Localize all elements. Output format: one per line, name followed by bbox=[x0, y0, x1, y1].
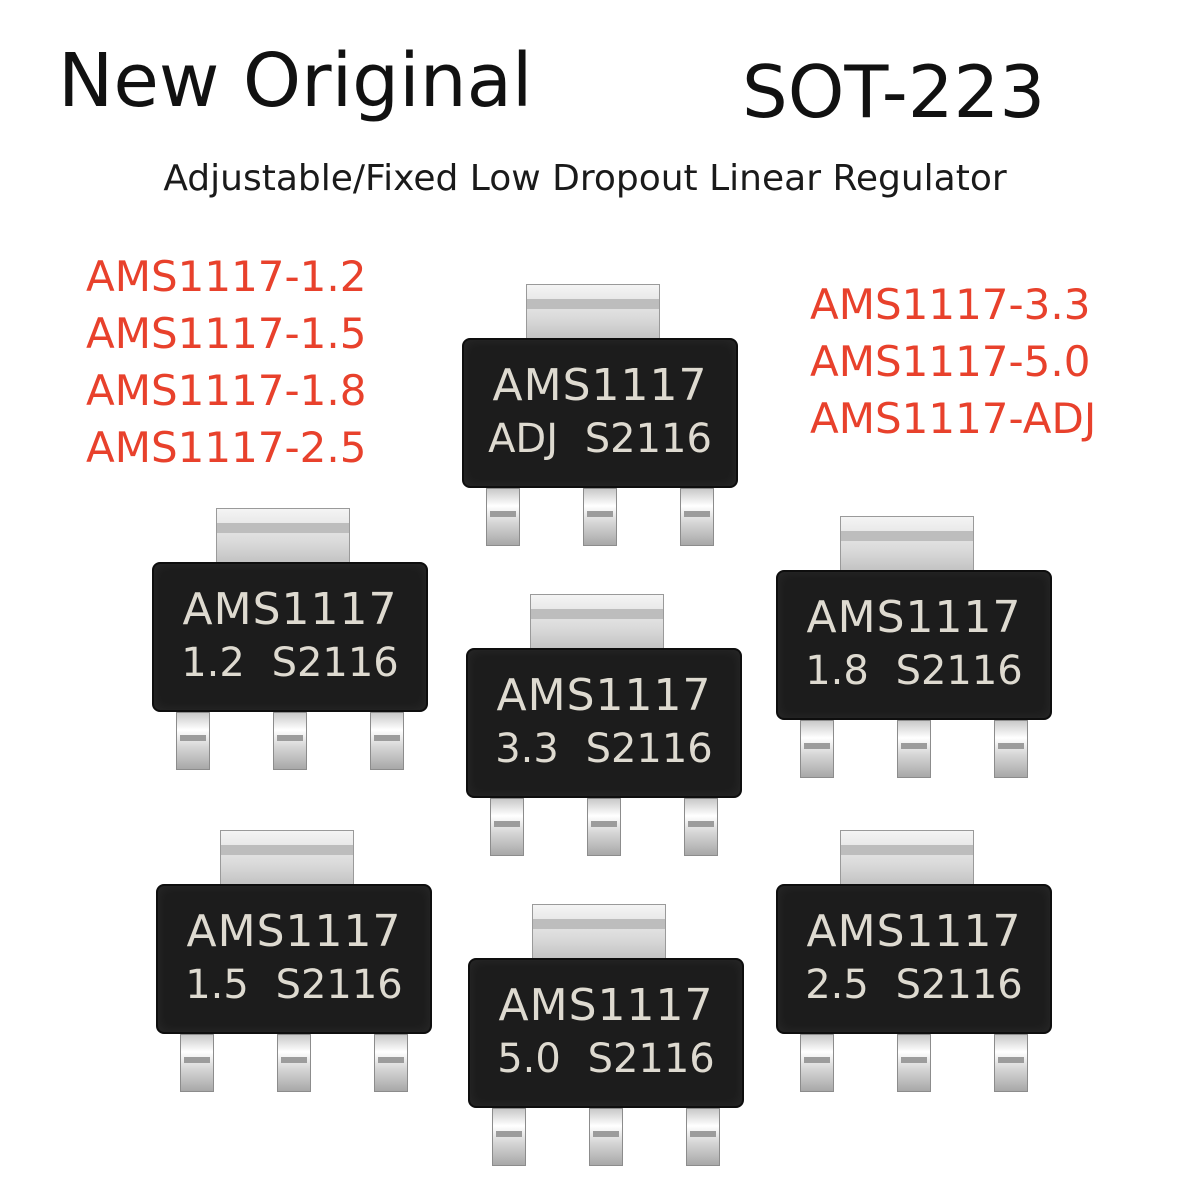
chip-adj: AMS1117 ADJ S2116 bbox=[462, 284, 738, 554]
chip-lead bbox=[492, 1108, 526, 1166]
chip-lead bbox=[684, 798, 718, 856]
chip-code-marking: 2.5 S2116 bbox=[805, 962, 1023, 1008]
variant-item: AMS1117-1.8 bbox=[86, 366, 367, 415]
heat-tab bbox=[216, 508, 350, 572]
chip-lead bbox=[897, 720, 931, 778]
chip-lead bbox=[277, 1034, 311, 1092]
chip-code-marking: 1.5 S2116 bbox=[185, 962, 403, 1008]
chip-part-marking: AMS1117 bbox=[806, 906, 1022, 957]
chip-body: AMS1117 2.5 S2116 bbox=[776, 884, 1052, 1034]
chip-lead bbox=[374, 1034, 408, 1092]
chip-lead bbox=[589, 1108, 623, 1166]
chip-lead bbox=[686, 1108, 720, 1166]
variant-list-left: AMS1117-1.2 AMS1117-1.5 AMS1117-1.8 AMS1… bbox=[86, 248, 366, 476]
chip-code-marking: 5.0 S2116 bbox=[497, 1036, 715, 1082]
variant-list-right: AMS1117-3.3 AMS1117-5.0 AMS1117-ADJ bbox=[810, 276, 1096, 447]
heat-tab bbox=[220, 830, 354, 894]
chip-part-marking: AMS1117 bbox=[492, 360, 708, 411]
chip-code-marking: 3.3 S2116 bbox=[495, 726, 713, 772]
chip-3-3: AMS1117 3.3 S2116 bbox=[466, 594, 742, 864]
chip-part-marking: AMS1117 bbox=[186, 906, 402, 957]
chip-code-marking: ADJ S2116 bbox=[488, 416, 712, 462]
chip-lead bbox=[800, 720, 834, 778]
chip-code-marking: 1.8 S2116 bbox=[805, 648, 1023, 694]
chip-2-5: AMS1117 2.5 S2116 bbox=[776, 830, 1052, 1100]
chip-lead bbox=[800, 1034, 834, 1092]
chip-body: AMS1117 1.5 S2116 bbox=[156, 884, 432, 1034]
chip-lead bbox=[897, 1034, 931, 1092]
chip-body: AMS1117 ADJ S2116 bbox=[462, 338, 738, 488]
variant-item: AMS1117-3.3 bbox=[810, 280, 1091, 329]
variant-item: AMS1117-5.0 bbox=[810, 337, 1091, 386]
chip-lead bbox=[486, 488, 520, 546]
chip-part-marking: AMS1117 bbox=[182, 584, 398, 635]
chip-lead bbox=[680, 488, 714, 546]
chip-lead bbox=[583, 488, 617, 546]
chip-body: AMS1117 1.8 S2116 bbox=[776, 570, 1052, 720]
chip-lead bbox=[994, 1034, 1028, 1092]
heat-tab bbox=[840, 516, 974, 580]
heat-tab bbox=[532, 904, 666, 968]
chip-lead bbox=[490, 798, 524, 856]
chip-1-2: AMS1117 1.2 S2116 bbox=[152, 508, 428, 778]
variant-item: AMS1117-ADJ bbox=[810, 394, 1097, 443]
chip-lead bbox=[994, 720, 1028, 778]
chip-body: AMS1117 1.2 S2116 bbox=[152, 562, 428, 712]
chip-lead bbox=[180, 1034, 214, 1092]
product-subtitle: Adjustable/Fixed Low Dropout Linear Regu… bbox=[163, 158, 1007, 199]
chip-part-marking: AMS1117 bbox=[496, 670, 712, 721]
heat-tab bbox=[526, 284, 660, 348]
chip-lead bbox=[587, 798, 621, 856]
chip-body: AMS1117 3.3 S2116 bbox=[466, 648, 742, 798]
chip-1-5: AMS1117 1.5 S2116 bbox=[156, 830, 432, 1100]
chip-5-0: AMS1117 5.0 S2116 bbox=[468, 904, 744, 1174]
chip-lead bbox=[370, 712, 404, 770]
chip-body: AMS1117 5.0 S2116 bbox=[468, 958, 744, 1108]
chip-part-marking: AMS1117 bbox=[498, 980, 714, 1031]
variant-item: AMS1117-1.5 bbox=[86, 309, 367, 358]
chip-lead bbox=[273, 712, 307, 770]
product-title: New Original bbox=[58, 38, 533, 124]
chip-lead bbox=[176, 712, 210, 770]
heat-tab bbox=[840, 830, 974, 894]
heat-tab bbox=[530, 594, 664, 658]
variant-item: AMS1117-1.2 bbox=[86, 252, 367, 301]
chip-1-8: AMS1117 1.8 S2116 bbox=[776, 516, 1052, 786]
package-type: SOT-223 bbox=[742, 50, 1046, 134]
chip-code-marking: 1.2 S2116 bbox=[181, 640, 399, 686]
chip-part-marking: AMS1117 bbox=[806, 592, 1022, 643]
variant-item: AMS1117-2.5 bbox=[86, 423, 367, 472]
